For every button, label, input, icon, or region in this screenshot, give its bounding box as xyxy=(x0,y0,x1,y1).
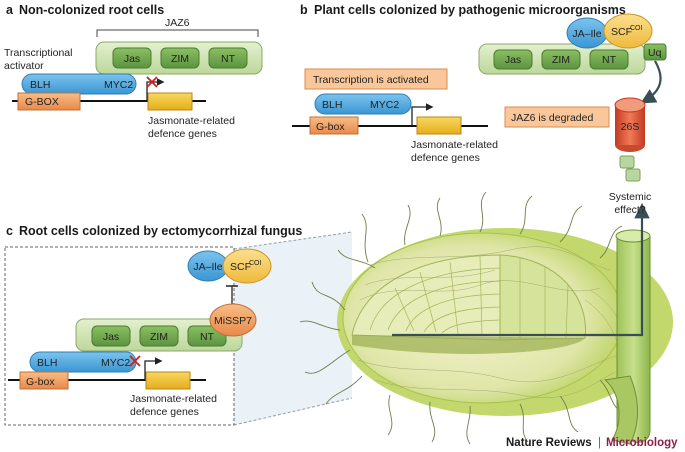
genes-label-1-c: Jasmonate-related xyxy=(130,393,217,405)
panel-b-letter: b xyxy=(300,3,308,17)
panel-c-title: Root cells colonized by ectomycorrhizal … xyxy=(19,224,302,238)
jas-domain-c xyxy=(91,325,131,347)
zim-domain-label-b: ZIM xyxy=(552,54,570,66)
zoom-line-bottom xyxy=(233,397,353,426)
systemic-signal-arrow xyxy=(392,202,650,337)
nt-domain xyxy=(208,47,248,69)
panel-b: b Plant cells colonized by pathogenic mi… xyxy=(292,3,667,182)
nt-domain-label: NT xyxy=(221,53,236,65)
panel-b-title: Plant cells colonized by pathogenic micr… xyxy=(314,3,626,17)
root-base xyxy=(603,375,638,445)
genes-label-1: Jasmonate-related xyxy=(148,115,235,127)
transcription-arrow-b xyxy=(411,103,434,125)
hartig-net xyxy=(369,255,569,339)
blh-label: BLH xyxy=(30,79,50,91)
zim-domain xyxy=(160,47,200,69)
panel-a: a Non-colonized root cells JAZ6 Jas ZIM … xyxy=(4,3,263,140)
activator-label-2: activator xyxy=(4,60,44,72)
gbox-label-b: G-box xyxy=(316,121,345,133)
genes-label-2-b: defence genes xyxy=(411,152,480,164)
defence-gene-block-b xyxy=(416,116,462,135)
systemic-label-2: effect? xyxy=(614,204,645,216)
blh-label-c: BLH xyxy=(37,357,57,369)
transcription-activated-label: Transcription is activated xyxy=(313,74,429,86)
transcription-arrow xyxy=(146,78,165,100)
myc2-label: MYC2 xyxy=(104,79,133,91)
gbox-label: G-BOX xyxy=(25,96,59,108)
cut-face xyxy=(352,335,585,354)
genes-label-1-b: Jasmonate-related xyxy=(411,139,498,151)
zim-domain-label-c: ZIM xyxy=(150,331,168,343)
mantle-texture xyxy=(357,246,627,398)
nt-domain-label-b: NT xyxy=(602,54,617,66)
ja-ile-label-b: JA–Ile xyxy=(572,28,601,40)
genes-label-2-c: defence genes xyxy=(130,406,199,418)
ja-ile-label-c: JA–Ile xyxy=(193,261,222,273)
scf-sup-b: COI xyxy=(630,25,643,32)
proteasome-label: 26S xyxy=(621,121,640,133)
proteasome-top xyxy=(614,97,646,113)
missp7-label: MiSSP7 xyxy=(214,315,252,327)
gbox-label-c: G-box xyxy=(26,376,55,388)
activator-label-1: Transcriptional xyxy=(4,47,72,59)
degradation-arrow xyxy=(640,60,662,104)
transcription-arrow-c xyxy=(144,357,163,379)
zim-domain-c xyxy=(139,325,179,347)
peptide-fragment-2 xyxy=(625,168,641,182)
jaz6-label: JAZ6 xyxy=(165,17,190,29)
blocked-x-icon xyxy=(146,76,158,88)
nt-domain-label-c: NT xyxy=(200,331,215,343)
transcription-activated-box xyxy=(304,68,448,90)
jas-domain xyxy=(112,47,152,69)
zoom-projection xyxy=(234,232,352,425)
jaz6-bracket xyxy=(96,29,259,37)
panel-c-letter: c xyxy=(6,224,13,238)
jas-domain-label-b: Jas xyxy=(505,54,521,66)
journal-name: Nature Reviews xyxy=(506,437,592,449)
blh-label-b: BLH xyxy=(322,99,342,111)
genes-label-2: defence genes xyxy=(148,128,217,140)
proteasome-26s: 26S xyxy=(614,97,646,152)
defence-gene-block-c xyxy=(145,371,191,390)
gbox-promoter-b xyxy=(309,116,359,135)
journal-section: Microbiology xyxy=(606,437,678,449)
jaz6-degraded-box xyxy=(504,106,610,128)
ubiquitin-label: Uq xyxy=(648,47,662,59)
zim-domain-label: ZIM xyxy=(171,53,189,65)
blocked-x-icon-c xyxy=(129,355,141,367)
scf-label-c: SCF xyxy=(230,261,251,273)
jas-domain-b xyxy=(493,49,533,70)
ubiquitin-tag xyxy=(643,43,667,61)
myc2-label-c: MYC2 xyxy=(101,357,130,369)
scf-label-b: SCF xyxy=(611,26,632,38)
zim-domain-b xyxy=(541,49,581,70)
systemic-label-1: Systemic xyxy=(609,191,652,203)
scf-sup-c: COI xyxy=(249,260,262,267)
root-axis-top xyxy=(615,229,651,243)
hyphae xyxy=(299,191,623,445)
scf-coi-ellipse-b xyxy=(603,13,653,49)
jaz6-degraded-label: JAZ6 is degraded xyxy=(511,112,593,124)
gbox-promoter xyxy=(17,92,81,111)
panel-a-letter: a xyxy=(6,3,14,17)
jas-domain-label: Jas xyxy=(124,53,140,65)
peptide-fragment-1 xyxy=(619,155,635,169)
myc2-protein-b xyxy=(314,93,412,115)
myc2-label-b: MYC2 xyxy=(370,99,399,111)
ectomycorrhiza-illustration xyxy=(299,191,673,445)
journal-separator: | xyxy=(598,437,601,449)
defence-gene-block xyxy=(147,92,193,111)
panel-c: c Root cells colonized by ectomycorrhiza… xyxy=(4,191,673,445)
gbox-promoter-c xyxy=(19,371,69,390)
scf-coi-ellipse-c xyxy=(222,248,272,284)
journal-footer: Nature Reviews | Microbiology xyxy=(506,437,678,449)
panel-a-title: Non-colonized root cells xyxy=(19,3,164,17)
missp7-ellipse xyxy=(209,303,257,337)
jas-domain-label-c: Jas xyxy=(103,331,119,343)
nt-domain-b xyxy=(589,49,629,70)
